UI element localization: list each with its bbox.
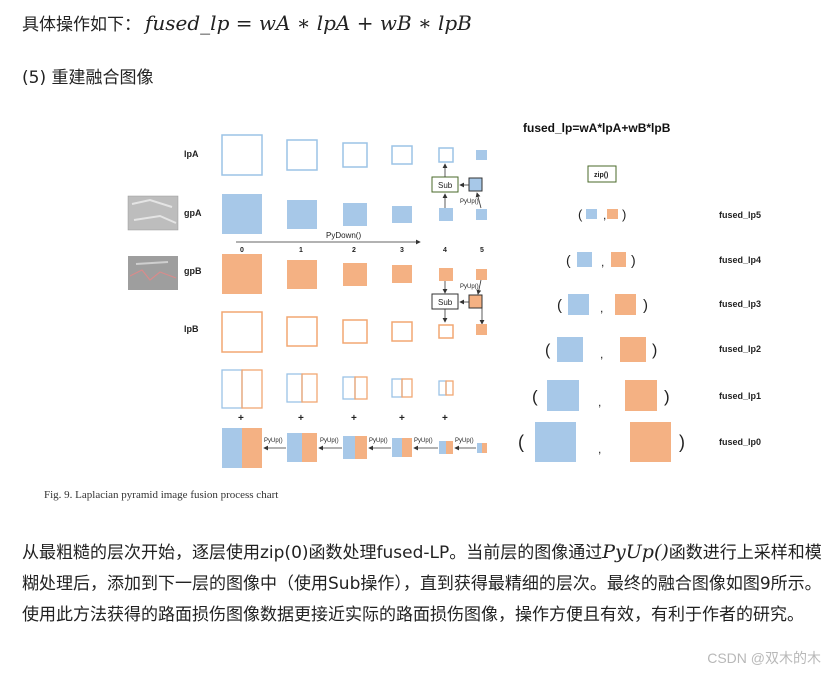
gpa-level-2 (343, 203, 367, 226)
svg-text:,: , (600, 347, 603, 361)
level-number-4: 4 (443, 247, 447, 254)
row-label-lpa: lpA (184, 149, 199, 159)
svg-text:(: ( (532, 387, 538, 406)
lpa-level-3 (392, 146, 412, 164)
combined-outline-row (222, 370, 453, 408)
lpa-level-2 (343, 143, 367, 167)
fused-row-0: ( , ) (518, 422, 685, 462)
level-number-2: 2 (352, 247, 356, 254)
svg-text:,: , (603, 208, 606, 222)
svg-text:): ) (664, 387, 670, 406)
fused-label-0: fused_lp0 (719, 437, 761, 447)
svg-text:,: , (601, 255, 604, 269)
fused-row-5: ( , ) (578, 207, 626, 222)
svg-text:,: , (600, 301, 603, 315)
lpb-level-3 (392, 322, 412, 341)
gpb-level-2 (343, 263, 367, 286)
gpa-level-1 (287, 200, 317, 229)
sub-label-b: Sub (438, 298, 453, 307)
sub-label-a: Sub (438, 181, 453, 190)
row-label-gpa: gpA (184, 208, 202, 218)
fused-row-3: ( , ) (557, 294, 648, 315)
reconstruction-row (222, 428, 487, 468)
csdn-watermark: CSDN @双木的木 (707, 648, 821, 668)
fused-label-4: fused_lp4 (719, 255, 761, 265)
lpa-level-5 (476, 150, 487, 160)
lpa-level-1 (287, 140, 317, 170)
fused-row-2: ( , ) (545, 337, 657, 362)
upsampled-box-a (469, 178, 482, 191)
svg-text:): ) (631, 252, 636, 268)
gpb-level-4 (439, 268, 453, 281)
gpb-level-0 (222, 254, 262, 294)
fusion-formula: fused_lp = wA ∗ lpA + wB ∗ lpB (145, 11, 472, 35)
right-panel-title: fused_lp=wA*lpA+wB*lpB (523, 121, 671, 135)
level-number-1: 1 (299, 247, 303, 254)
gpa-level-5 (476, 209, 487, 220)
gpa-level-3 (392, 206, 412, 223)
svg-text:(: ( (557, 297, 562, 314)
lpb-level-0 (222, 312, 262, 352)
level-number-0: 0 (240, 247, 244, 254)
lpa-level-0 (222, 135, 262, 175)
pydown-label: PyDown() (326, 231, 361, 240)
zip-label: zip() (594, 172, 608, 179)
intro-text: 具体操作如下： (22, 15, 141, 35)
fused-row-1: ( , ) (532, 380, 670, 411)
gpa-level-0 (222, 194, 262, 234)
fused-label-1: fused_lp1 (719, 391, 761, 401)
figure-caption: Fig. 9. Laplacian pyramid image fusion p… (44, 489, 278, 501)
lpa-level-4 (439, 148, 453, 162)
svg-text:(: ( (566, 252, 571, 268)
row-label-lpb: lpB (184, 324, 199, 334)
svg-text:): ) (622, 207, 626, 222)
laplacian-fusion-figure: lpA gpA gpB lpB Sub PyUp() PyDown() 0 1 … (0, 108, 835, 518)
lpb-level-2 (343, 320, 367, 343)
road-photo-a (128, 196, 178, 230)
gpa-level-4 (439, 208, 453, 221)
lpb-level-5 (476, 324, 487, 335)
plus-sign-0: + (238, 413, 244, 424)
paragraph-part-1: 从最粗糙的层次开始，逐层使用zip(0)函数处理fused-LP。当前层的图像通… (22, 543, 602, 563)
pyup-label-r1: PyUp() (264, 438, 283, 444)
row-label-gpb: gpB (184, 266, 202, 276)
svg-text:(: ( (518, 432, 524, 452)
pyup-label-r3: PyUp() (369, 438, 388, 444)
svg-text:): ) (679, 432, 685, 452)
gpb-level-1 (287, 260, 317, 289)
fused-label-3: fused_lp3 (719, 299, 761, 309)
level-number-3: 3 (400, 247, 404, 254)
gpb-level-5 (476, 269, 487, 280)
pyup-label-r4: PyUp() (414, 438, 433, 444)
road-photo-b (128, 256, 178, 290)
plus-sign-4: + (442, 413, 448, 424)
svg-text:): ) (643, 297, 648, 314)
plus-sign-1: + (298, 413, 304, 424)
upsampled-box-b (469, 295, 482, 308)
lpb-level-4 (439, 325, 453, 338)
fused-label-2: fused_lp2 (719, 344, 761, 354)
pyup-formula: PyUp() (602, 541, 669, 563)
pyup-label-a: PyUp() (460, 199, 479, 205)
svg-text:(: ( (545, 342, 551, 359)
plus-sign-2: + (351, 413, 357, 424)
pyup-label-b: PyUp() (460, 284, 479, 290)
fused-label-5: fused_lp5 (719, 210, 761, 220)
section-title: (5) 重建融合图像 (22, 66, 153, 90)
level-number-5: 5 (480, 247, 484, 254)
lpb-level-1 (287, 317, 317, 346)
gpb-level-3 (392, 265, 412, 283)
plus-sign-3: + (399, 413, 405, 424)
body-paragraph: 从最粗糙的层次开始，逐层使用zip(0)函数处理fused-LP。当前层的图像通… (22, 537, 822, 631)
fused-row-4: ( , ) (566, 252, 636, 269)
pyup-label-r2: PyUp() (320, 438, 339, 444)
svg-text:,: , (598, 442, 601, 456)
intro-heading: 具体操作如下：fused_lp = wA ∗ lpA + wB ∗ lpB (22, 10, 472, 38)
svg-text:,: , (598, 395, 601, 409)
svg-text:): ) (652, 342, 657, 359)
svg-text:(: ( (578, 207, 583, 222)
pyup-label-r5: PyUp() (455, 438, 474, 444)
